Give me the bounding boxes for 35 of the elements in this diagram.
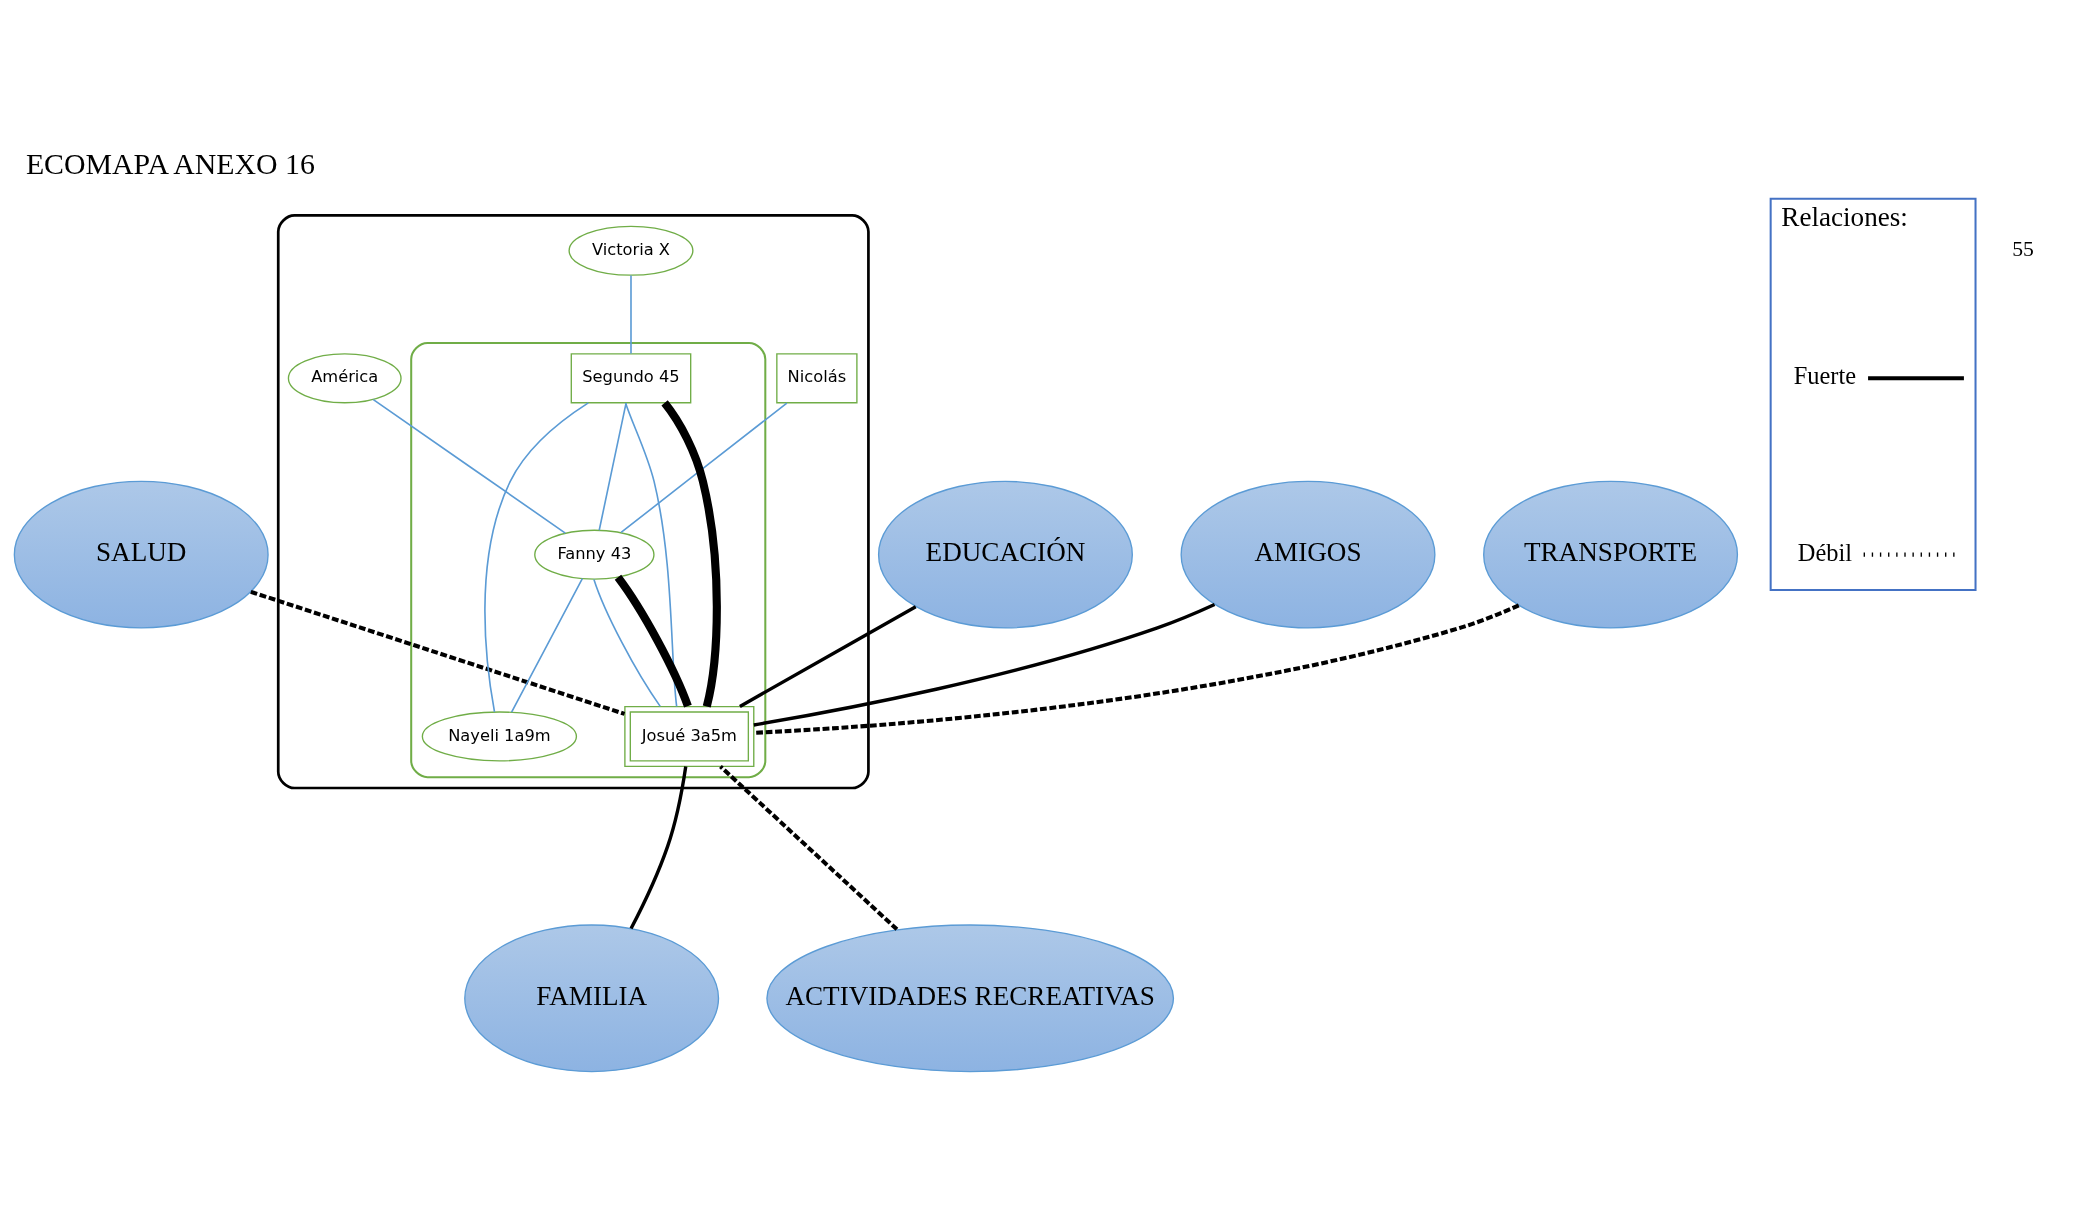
connector bbox=[661, 400, 721, 708]
diagram-title: ECOMAPA ANEXO 16 bbox=[25, 146, 315, 180]
connector bbox=[614, 574, 692, 708]
connector bbox=[719, 765, 899, 931]
connector bbox=[620, 402, 788, 534]
node-ellipse: Victoria X bbox=[568, 225, 694, 276]
node-box: Nicolás bbox=[776, 353, 858, 404]
legend-label: Débil bbox=[1797, 538, 1853, 566]
connector bbox=[593, 578, 662, 708]
connector bbox=[629, 766, 688, 930]
connector bbox=[753, 603, 1216, 727]
node-ellipse: FAMILIA bbox=[464, 924, 720, 1073]
node-ellipse: Fanny 43 bbox=[534, 529, 655, 580]
connector bbox=[739, 605, 917, 708]
label: 55 bbox=[2012, 236, 2034, 261]
node-ellipse: EDUCACIÓN bbox=[877, 480, 1133, 629]
cluster bbox=[410, 342, 767, 779]
legend-label: Fuerte bbox=[1793, 362, 1857, 390]
connector bbox=[484, 402, 590, 713]
node-box: Josué 3a5m bbox=[624, 705, 755, 767]
cluster bbox=[276, 214, 870, 790]
node-ellipse: SALUD bbox=[13, 480, 269, 629]
connector bbox=[510, 577, 584, 713]
node-ellipse: AMIGOS bbox=[1180, 480, 1436, 629]
node-ellipse: TRANSPORTE bbox=[1483, 480, 1739, 629]
connector bbox=[630, 274, 632, 355]
node-ellipse: América bbox=[287, 353, 402, 404]
node-ellipse: ACTIVIDADES RECREATIVAS bbox=[766, 924, 1175, 1073]
node-box: Segundo 45 bbox=[570, 353, 692, 404]
connector bbox=[754, 603, 1520, 735]
connector bbox=[372, 398, 567, 534]
node-ellipse: Nayeli 1a9m bbox=[421, 711, 578, 762]
connector bbox=[624, 402, 678, 708]
connector bbox=[250, 589, 626, 716]
connector bbox=[598, 402, 627, 532]
